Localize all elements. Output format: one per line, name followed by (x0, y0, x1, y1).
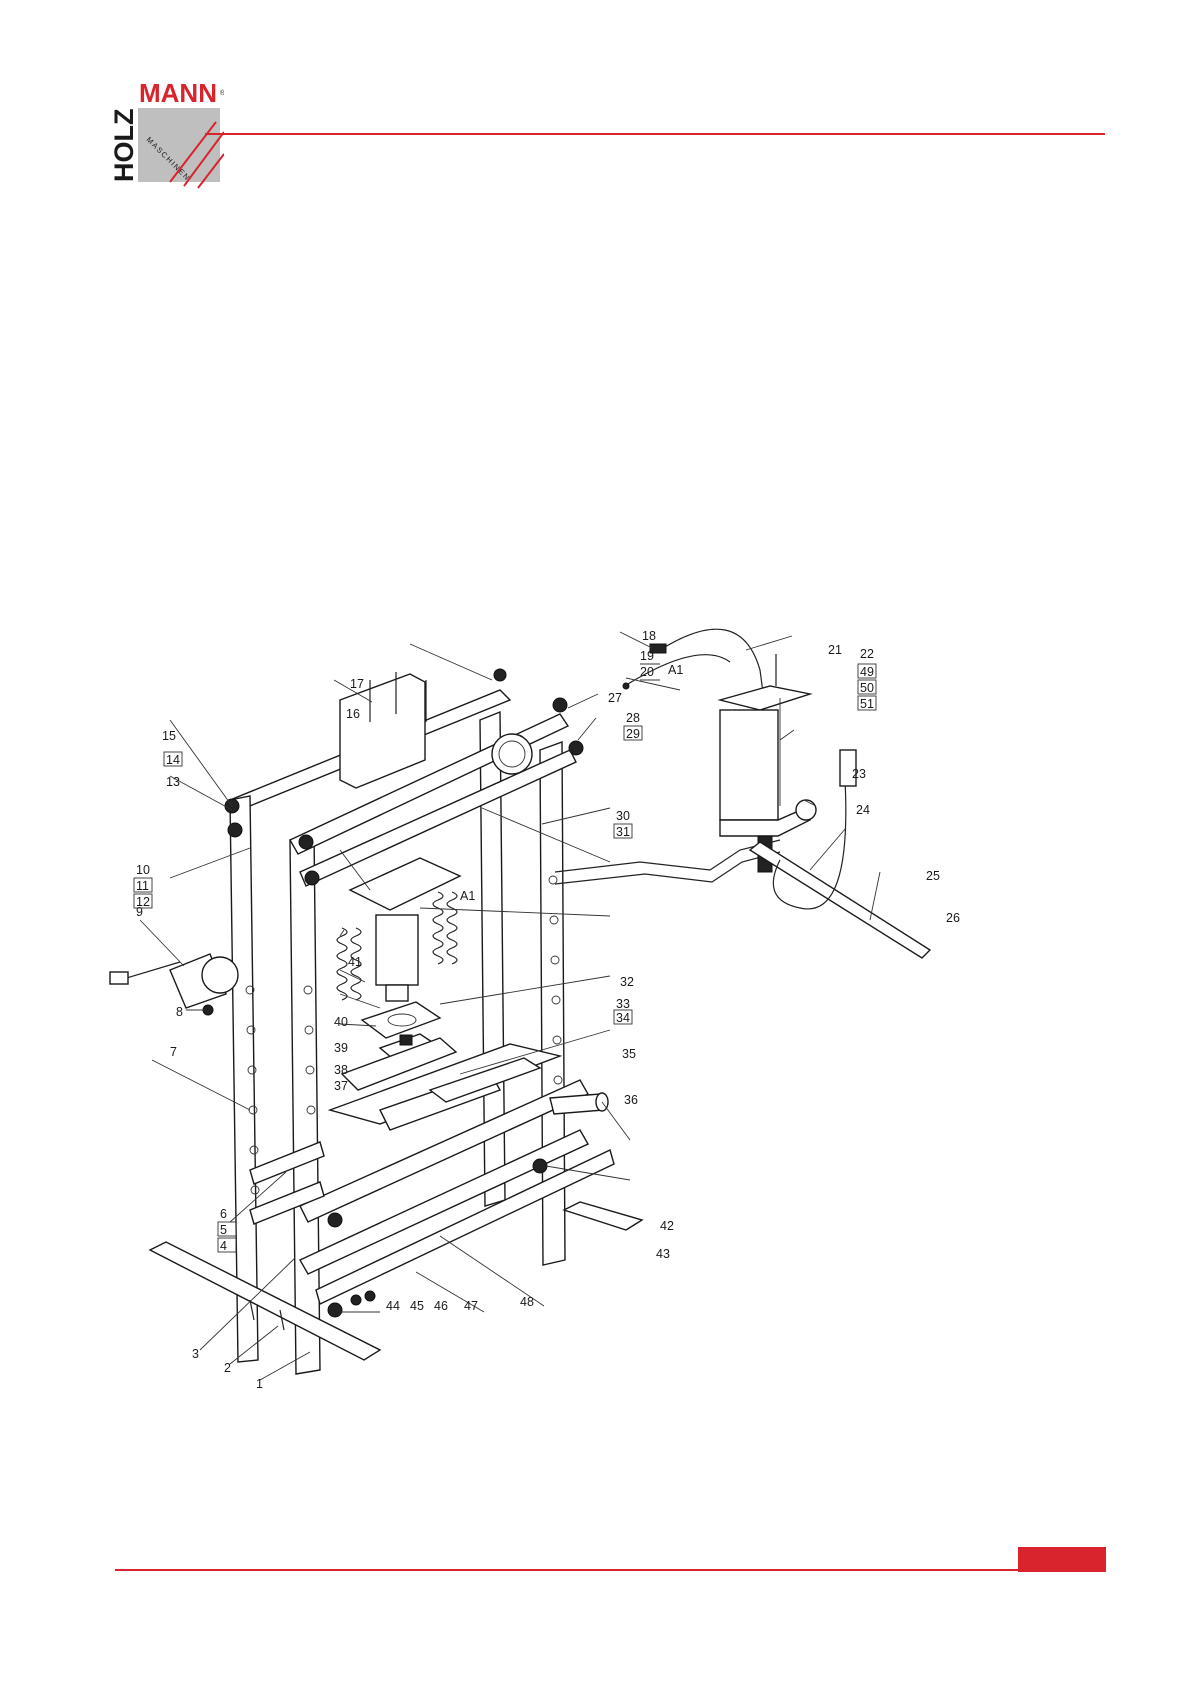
callout-4: 4 (220, 1239, 227, 1253)
callout-1: 1 (256, 1377, 263, 1391)
callout-47: 47 (464, 1299, 478, 1313)
callout-35: 35 (622, 1047, 636, 1061)
ram-piston (386, 985, 408, 1001)
rod-47 (316, 1150, 614, 1304)
callout-43: 43 (656, 1247, 670, 1261)
callout-3: 3 (192, 1347, 199, 1361)
pressure-gauge (492, 734, 532, 774)
callout-6: 6 (220, 1207, 227, 1221)
footer-red-rule (115, 1569, 1105, 1571)
ram-plate-41 (350, 858, 460, 910)
callout-22: 22 (860, 647, 874, 661)
callout-42: 42 (660, 1219, 674, 1233)
nut-35 (400, 1035, 412, 1045)
spacer-plate-37 (362, 1002, 440, 1038)
callout-16: 16 (346, 707, 360, 721)
callout-28: 28 (626, 711, 640, 725)
callout-29: 29 (626, 727, 640, 741)
callout-26: 26 (946, 911, 960, 925)
logo-holz-text: HOLZ (112, 109, 139, 183)
callout-41: 41 (348, 955, 362, 969)
bolt-14 (228, 823, 242, 837)
callout-45: 45 (410, 1299, 424, 1313)
logo-mann-text: MANN (139, 82, 217, 108)
callout-31: 31 (616, 825, 630, 839)
left-upright-inner (290, 832, 320, 1374)
header-red-rule (205, 133, 1105, 135)
bolt-28 (569, 741, 583, 755)
pump-handle-26 (750, 842, 930, 958)
callout-50: 50 (860, 681, 874, 695)
bolt-top-back (494, 669, 506, 681)
washer-45 (351, 1295, 361, 1305)
washer-46 (365, 1291, 375, 1301)
foot-right (564, 1202, 642, 1230)
pump-cylinder-23 (720, 710, 778, 820)
callout-7: 7 (170, 1045, 177, 1059)
callout-48: 48 (520, 1295, 534, 1309)
callout-33: 33 (616, 997, 630, 1011)
callout-20: 20 (640, 665, 654, 679)
nut-43 (533, 1159, 547, 1173)
callout-32: 32 (620, 975, 634, 989)
holzmann-logo: MANN ® HOLZ MASCHINEN (112, 82, 224, 190)
callout-44: 44 (386, 1299, 400, 1313)
bolt-top-left (299, 835, 313, 849)
pump-knob-24 (796, 800, 816, 820)
callout-25: 25 (926, 869, 940, 883)
callout-23: 23 (852, 767, 866, 781)
nut-lower-left (328, 1213, 342, 1227)
bolt-top-left-2 (305, 871, 319, 885)
callout-2: 2 (224, 1361, 231, 1375)
callout-14: 14 (166, 753, 180, 767)
callout-13: 13 (166, 775, 180, 789)
callout-51: 51 (860, 697, 874, 711)
bolt-27 (553, 698, 567, 712)
callout-40: 40 (334, 1015, 348, 1029)
callout-30: 30 (616, 809, 630, 823)
callout-38: 38 (334, 1063, 348, 1077)
exploded-parts-diagram: 1 2 3 4 5 6 7 8 9 10 11 12 13 14 15 16 1… (80, 610, 1120, 1490)
winch-grip (110, 972, 128, 984)
callout-5: 5 (220, 1223, 227, 1237)
ram-cylinder (376, 915, 418, 985)
callout-37: 37 (334, 1079, 348, 1093)
callout-15: 15 (162, 729, 176, 743)
callout-46: 46 (434, 1299, 448, 1313)
callout-12: 12 (136, 895, 150, 909)
callout-18: 18 (642, 629, 656, 643)
callout-17: 17 (350, 677, 364, 691)
callout-a1-frame: A1 (460, 889, 475, 903)
nut-44 (328, 1303, 342, 1317)
callout-10: 10 (136, 863, 150, 877)
callout-21: 21 (828, 643, 842, 657)
callout-34: 34 (616, 1011, 630, 1025)
hose-return (555, 840, 780, 872)
callout-36: 36 (624, 1093, 638, 1107)
spring-right (433, 892, 457, 964)
callout-27: 27 (608, 691, 622, 705)
press-frame (110, 669, 642, 1374)
callout-8: 8 (176, 1005, 183, 1019)
logo-registered-mark: ® (220, 89, 224, 97)
foot-left-1 (150, 1242, 380, 1360)
pump-top-plate (720, 686, 810, 710)
callout-19: 19 (640, 649, 654, 663)
callout-11: 11 (136, 879, 149, 893)
callout-49: 49 (860, 665, 874, 679)
callout-24: 24 (856, 803, 870, 817)
callout-39: 39 (334, 1041, 348, 1055)
bolt-8 (203, 1005, 213, 1015)
callout-a1-hose: A1 (668, 663, 683, 677)
page-number-tab (1018, 1547, 1106, 1572)
winch-drum (202, 957, 238, 993)
hose-end-20 (623, 683, 629, 689)
